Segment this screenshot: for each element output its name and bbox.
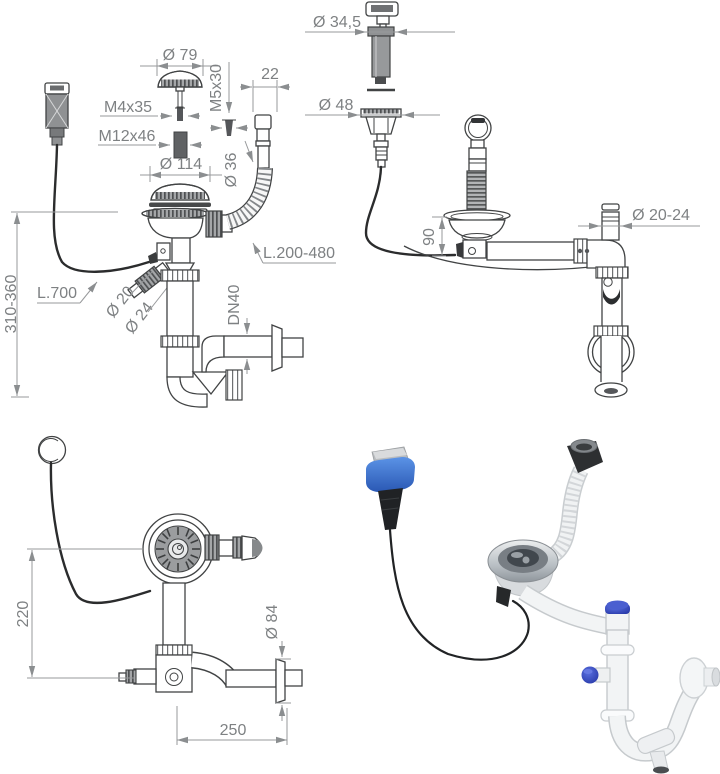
dim-offset-width: 250 bbox=[176, 706, 288, 745]
label-overflow-width: 22 bbox=[261, 66, 279, 83]
label-cable-length: L.700 bbox=[37, 285, 77, 302]
label-strainer-height: 90 bbox=[421, 228, 438, 246]
top-control-cable bbox=[49, 461, 152, 605]
dim-hose-length: L.200-480 bbox=[252, 242, 336, 264]
top-drain-pipes bbox=[118, 582, 303, 704]
front-corrugated-hose bbox=[225, 167, 273, 230]
label-install-height: 310-360 bbox=[3, 275, 20, 334]
dim-spigot-diameter: Ø 20-24 bbox=[578, 207, 700, 230]
front-strainer-cap bbox=[157, 70, 203, 108]
render-overflow-hose bbox=[547, 439, 603, 563]
dim-cable-length: L.700 bbox=[37, 281, 98, 304]
front-drain-pipes bbox=[160, 262, 304, 408]
front-gasket-thick bbox=[149, 202, 211, 207]
label-hose-diameter: Ø 36 bbox=[223, 153, 240, 188]
label-screw-m4: M4x35 bbox=[104, 99, 152, 116]
dim-overflow-hose-diameter: Ø 36 bbox=[223, 140, 254, 188]
dim-overflow-screw: M5x30 bbox=[208, 62, 248, 136]
dim-screw-m4: M4x35 bbox=[100, 99, 200, 121]
top-strainer bbox=[142, 513, 214, 585]
top-view-drawing: 220 Ø 84 250 bbox=[15, 435, 303, 745]
dim-base-diameter: Ø 48 bbox=[305, 97, 440, 119]
side-strainer bbox=[443, 209, 511, 259]
dim-strainer-height: 90 bbox=[421, 216, 447, 257]
front-view-drawing: Ø 79 M4x35 M12x46 Ø 114 bbox=[3, 47, 336, 408]
label-base-diameter: Ø 48 bbox=[319, 97, 354, 114]
hose-coupling-nut bbox=[205, 210, 223, 238]
dim-wall-flange-diameter: Ø 84 bbox=[264, 605, 291, 721]
label-offset-width: 250 bbox=[220, 722, 247, 739]
label-offset-depth: 220 bbox=[15, 601, 32, 628]
top-overflow-arm bbox=[204, 534, 263, 561]
label-cap-diameter: Ø 79 bbox=[163, 47, 198, 64]
label-outlet-size: DN40 bbox=[226, 284, 243, 325]
render-strainer bbox=[487, 539, 559, 607]
label-spigot-diameter: Ø 20-24 bbox=[632, 207, 690, 224]
side-drain-pipes bbox=[486, 203, 635, 398]
label-wall-flange-diameter: Ø 84 bbox=[264, 605, 281, 640]
dim-install-height: 310-360 bbox=[3, 211, 118, 398]
label-flange-diameter: Ø 114 bbox=[160, 156, 203, 173]
side-overflow-column bbox=[464, 114, 492, 213]
dim-bolt-m12: M12x46 bbox=[98, 128, 202, 159]
label-overflow-screw: M5x30 bbox=[208, 64, 225, 112]
top-push-knob bbox=[37, 435, 67, 465]
dim-overflow-width: 22 bbox=[240, 66, 290, 112]
side-base-exploded bbox=[360, 108, 402, 168]
render-pipes bbox=[518, 584, 720, 774]
dim-offset-depth: 220 bbox=[15, 548, 143, 679]
side-view-drawing: Ø 34,5 Ø 48 bbox=[305, 1, 700, 398]
front-flange-dome bbox=[150, 183, 210, 201]
render-lever bbox=[496, 586, 511, 607]
label-bolt-m12: M12x46 bbox=[99, 128, 156, 145]
front-push-knob bbox=[44, 82, 70, 146]
side-knob-exploded bbox=[365, 1, 399, 92]
label-knob-diameter: Ø 34,5 bbox=[313, 14, 361, 31]
dim-flange-diameter: Ø 114 bbox=[140, 156, 222, 182]
screw-m4-glyph bbox=[177, 108, 183, 121]
render-push-knob bbox=[366, 446, 415, 530]
dim-cap-diameter: Ø 79 bbox=[140, 47, 220, 76]
bolt-m12-glyph bbox=[173, 131, 188, 159]
render-blue-plug bbox=[581, 666, 599, 684]
render-cable bbox=[388, 528, 530, 661]
front-control-cable bbox=[52, 143, 151, 273]
label-hose-length: L.200-480 bbox=[263, 245, 335, 262]
front-strainer-body bbox=[141, 207, 233, 264]
screw-m5-glyph bbox=[225, 120, 233, 136]
dim-knob-diameter: Ø 34,5 bbox=[305, 14, 455, 36]
sink-bowl-outline bbox=[403, 245, 609, 271]
side-control-cable bbox=[364, 165, 457, 257]
dim-outlet-size: DN40 bbox=[226, 284, 251, 374]
cable-anchor bbox=[148, 252, 158, 264]
product-render bbox=[366, 439, 720, 774]
front-overflow-elbow bbox=[254, 114, 272, 169]
